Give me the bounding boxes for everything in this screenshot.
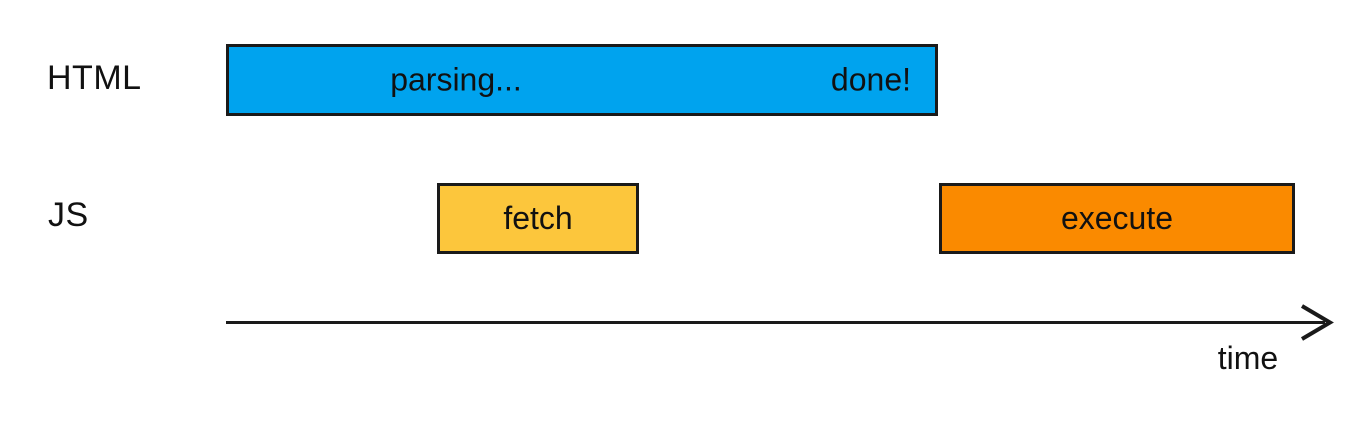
time-axis-arrow [226,304,1334,341]
js-fetch-bar: fetch [437,183,639,254]
execute-label: execute [1060,200,1174,236]
fetch-label: fetch [503,200,573,236]
row-label-js: JS [48,196,89,234]
js-execute-bar: execute [939,183,1295,254]
row-label-html: HTML [47,59,142,97]
parsing-label: parsing... [390,61,522,98]
arrowhead-icon [1300,304,1334,341]
done-label: done! [830,61,911,98]
time-axis-label: time [1217,340,1279,376]
html-parsing-bar: parsing... done! [226,44,938,116]
